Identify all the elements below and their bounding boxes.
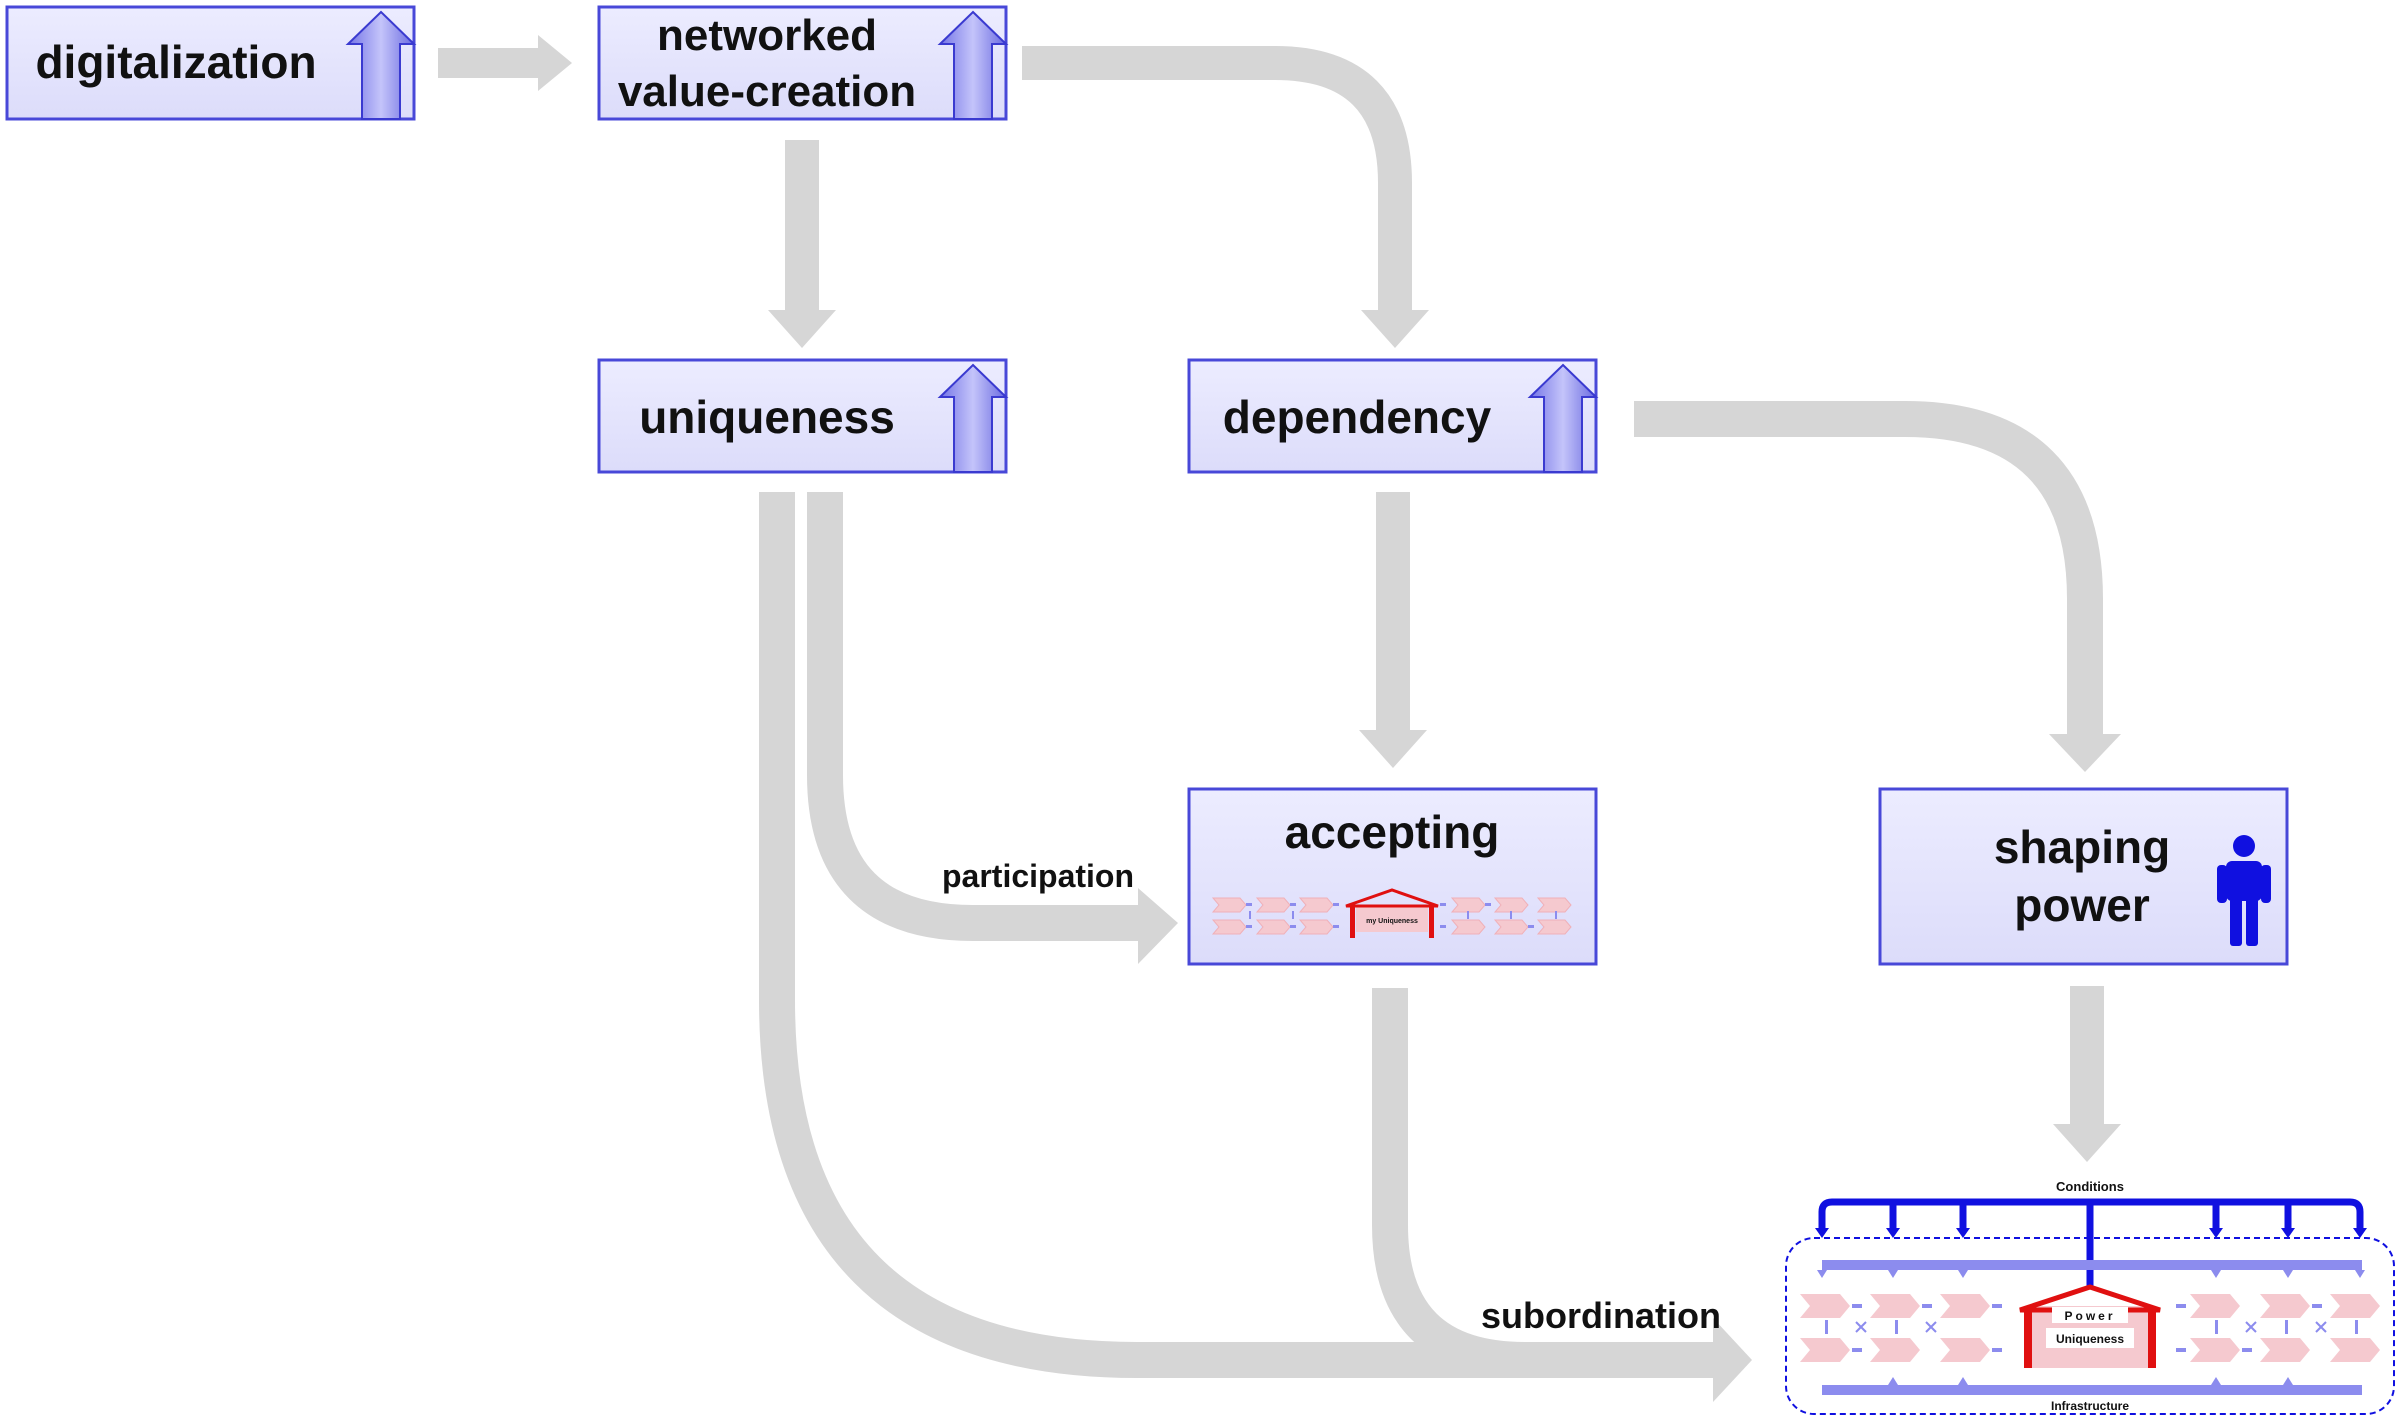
arrow-uniqueness-to-accepting	[807, 492, 1178, 964]
node-networked-value-creation[interactable]: networked value-creation	[597, 5, 1009, 121]
flow-arrows	[438, 35, 2121, 1402]
node-label: uniqueness	[639, 391, 895, 443]
node-label: accepting	[1285, 806, 1500, 858]
ecosystem-bottom-label: Infrastructure	[2051, 1399, 2129, 1413]
node-shaping-power[interactable]: shaping power	[1878, 787, 2289, 966]
mini-value-chain: my Uniqueness	[1211, 888, 1572, 938]
power-house: Power Uniqueness	[2019, 1284, 2161, 1368]
node-label-line1: networked	[657, 11, 877, 60]
up-arrow-icon	[345, 10, 417, 120]
arrow-networked-to-uniqueness	[768, 140, 836, 348]
mini-house-label: my Uniqueness	[1366, 918, 1418, 925]
edge-label-participation: participation	[942, 858, 1134, 894]
node-digitalization[interactable]: digitalization	[5, 5, 417, 121]
house-label: Uniqueness	[2056, 1332, 2124, 1346]
up-arrow-icon	[937, 363, 1009, 473]
node-accepting[interactable]: accepting	[1187, 787, 1598, 966]
ecosystem-illustration: Conditions	[1785, 1179, 2395, 1415]
arrow-accepting-to-ecosystem	[1372, 988, 1752, 1402]
conditions-bracket	[1818, 1198, 2364, 1288]
house-top-label: Power	[2064, 1309, 2115, 1323]
arrow-uniqueness-to-ecosystem	[759, 492, 1720, 1378]
arrow-networked-to-dependency	[1022, 46, 1429, 348]
node-dependency[interactable]: dependency	[1187, 358, 1599, 474]
node-uniqueness[interactable]: uniqueness	[597, 358, 1009, 474]
node-label: digitalization	[35, 36, 316, 88]
node-label: dependency	[1223, 391, 1492, 443]
arrow-dependency-to-accepting	[1359, 492, 1427, 768]
person-icon	[2217, 835, 2271, 946]
up-arrow-icon	[937, 10, 1009, 120]
edge-label-subordination: subordination	[1481, 1295, 1721, 1336]
arrow-shaping-to-ecosystem	[2053, 986, 2121, 1162]
mini-house: my Uniqueness	[1345, 888, 1439, 938]
up-arrow-icon	[1527, 363, 1599, 473]
ecosystem-top-label: Conditions	[2056, 1179, 2124, 1194]
arrow-digitalization-to-networked	[438, 35, 572, 91]
node-label-line2: power	[2014, 879, 2150, 931]
node-label-line2: value-creation	[618, 67, 916, 116]
ecosystem-frame	[1785, 1237, 2395, 1415]
node-label-line1: shaping	[1994, 821, 2170, 873]
arrow-dependency-to-shaping	[1634, 401, 2121, 772]
